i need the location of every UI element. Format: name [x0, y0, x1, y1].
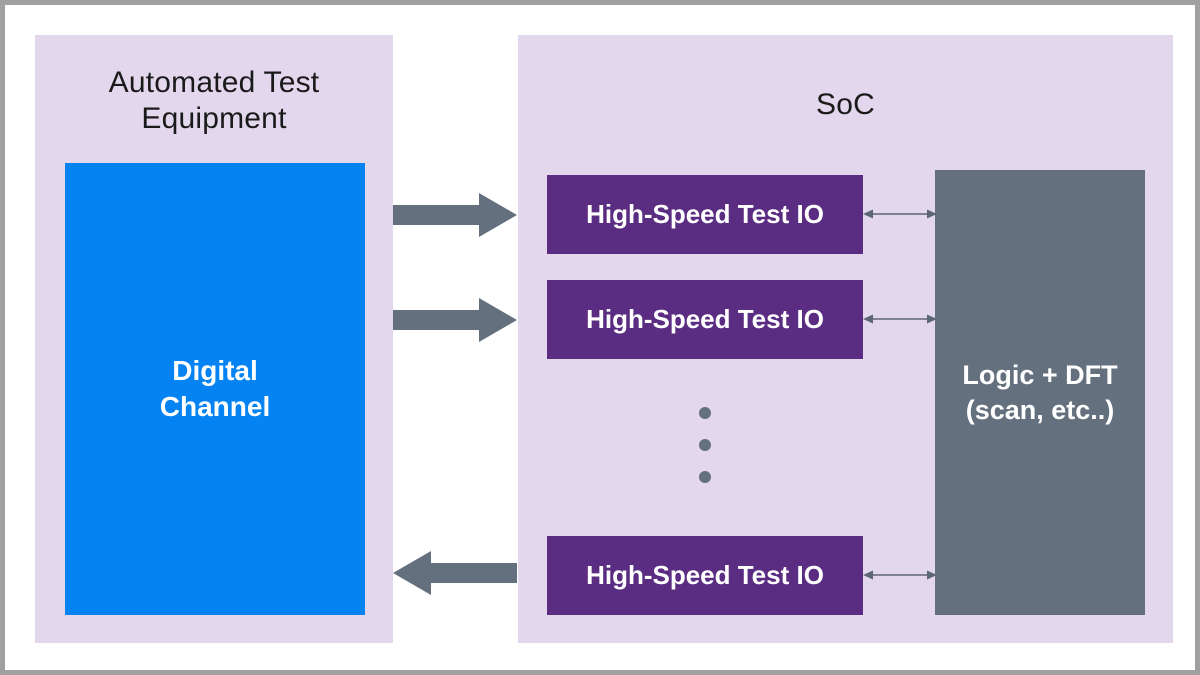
- arrow-right-icon: [393, 297, 517, 343]
- ellipsis-dot: [699, 407, 711, 419]
- digital-channel-block[interactable]: Digital Channel: [65, 163, 365, 615]
- high-speed-test-io-label: High-Speed Test IO: [586, 199, 824, 229]
- bidirectional-arrow-icon: [863, 566, 937, 584]
- ellipsis-dot: [699, 471, 711, 483]
- logic-dft-label-line2: (scan, etc..): [965, 394, 1115, 425]
- logic-dft-label: Logic + DFT (scan, etc..): [962, 358, 1117, 427]
- digital-channel-label: Digital Channel: [160, 353, 270, 425]
- ate-panel-title-line2: Equipment: [141, 102, 287, 135]
- ate-panel-title: Automated Test Equipment: [35, 65, 393, 137]
- digital-channel-label-line2: Channel: [159, 391, 271, 422]
- digital-channel-label-line1: Digital: [172, 355, 258, 387]
- logic-dft-block[interactable]: Logic + DFT (scan, etc..): [935, 170, 1145, 615]
- soc-panel-title: SoC: [816, 88, 875, 121]
- logic-dft-label-line1: Logic + DFT: [962, 359, 1118, 390]
- arrow-right-icon: [393, 192, 517, 238]
- high-speed-test-io-block[interactable]: High-Speed Test IO: [547, 280, 863, 359]
- high-speed-test-io-label: High-Speed Test IO: [586, 560, 824, 590]
- bidirectional-arrow-icon: [863, 205, 937, 223]
- high-speed-test-io-block[interactable]: High-Speed Test IO: [547, 536, 863, 615]
- arrow-left-icon: [393, 550, 517, 596]
- ate-panel-title-line1: Automated Test: [108, 66, 320, 99]
- bidirectional-arrow-icon: [863, 310, 937, 328]
- ellipsis-dot: [699, 439, 711, 451]
- high-speed-test-io-label: High-Speed Test IO: [586, 304, 824, 334]
- vertical-ellipsis-icon: [697, 407, 713, 483]
- high-speed-test-io-block[interactable]: High-Speed Test IO: [547, 175, 863, 254]
